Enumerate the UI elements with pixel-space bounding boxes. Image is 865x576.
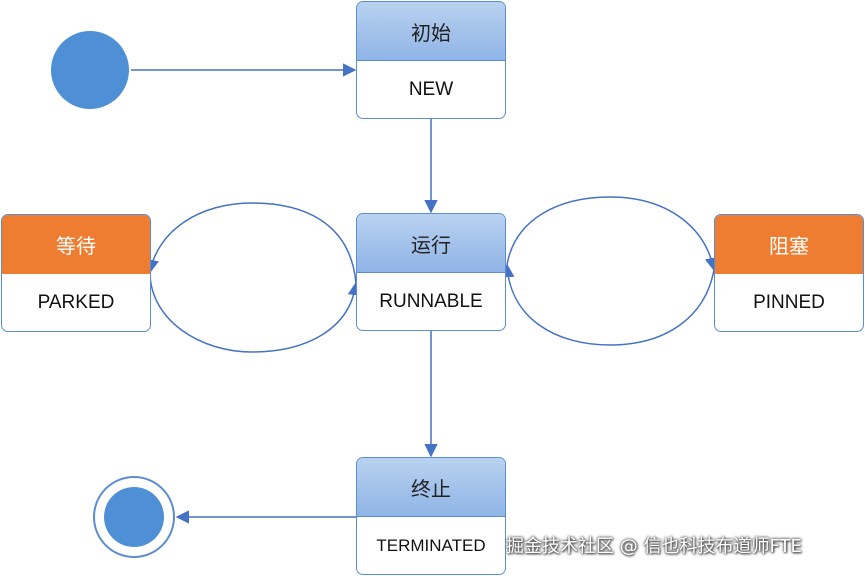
- state-terminated-title: 终止: [357, 458, 505, 517]
- initial-state-dot: [51, 31, 129, 109]
- final-state-dot: [104, 487, 164, 547]
- state-terminated: 终止 TERMINATED: [356, 457, 506, 575]
- state-parked: 等待 PARKED: [1, 214, 151, 332]
- watermark-text: 掘金技术社区 @ 信也科技布道师FTE: [506, 536, 802, 557]
- state-parked-title: 等待: [2, 215, 150, 274]
- loop-parked-to-runnable: [149, 271, 362, 353]
- state-terminated-name: TERMINATED: [376, 536, 486, 555]
- loop-pinned-to-runnable: [500, 263, 715, 346]
- state-pinned-title: 阻塞: [715, 215, 863, 274]
- state-new: 初始 NEW: [356, 1, 506, 119]
- state-pinned-name: PINNED: [753, 292, 825, 313]
- loop-runnable-to-parked: [145, 202, 357, 284]
- state-pinned: 阻塞 PINNED: [714, 214, 864, 332]
- state-new-name: NEW: [408, 79, 454, 100]
- state-runnable-title: 运行: [357, 214, 505, 273]
- state-parked-name: PARKED: [37, 292, 115, 313]
- state-new-title: 初始: [357, 2, 505, 61]
- state-runnable: 运行 RUNNABLE: [356, 213, 506, 331]
- loop-runnable-to-pinned: [506, 196, 719, 272]
- state-runnable-name: RUNNABLE: [379, 291, 483, 312]
